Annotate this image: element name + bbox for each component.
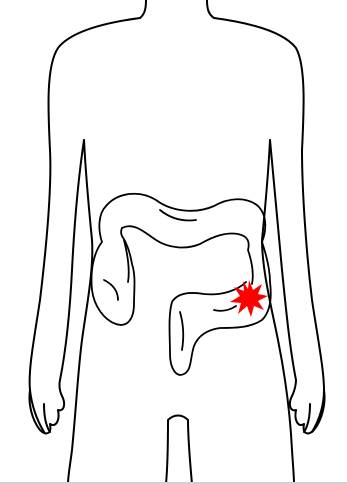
- right-arm-inner: [270, 140, 296, 380]
- left-hand-finger: [44, 404, 50, 432]
- colon-inner-transverse: [122, 226, 253, 284]
- neck-right: [207, 0, 214, 18]
- right-leg-inner: [188, 420, 192, 484]
- pain-burst-icon: [230, 280, 268, 317]
- body-outline: [29, 0, 324, 484]
- right-shoulder-arm: [214, 18, 324, 432]
- neck-left: [140, 0, 146, 18]
- pain-burst-shape: [230, 280, 268, 317]
- colon-fold-2: [104, 280, 118, 300]
- colon-fold-3: [180, 312, 183, 350]
- left-arm-inner: [60, 140, 84, 380]
- torso-left: [68, 140, 92, 484]
- left-shoulder-arm: [30, 18, 140, 432]
- right-hand-finger: [304, 404, 310, 432]
- crotch: [168, 416, 188, 421]
- colon-fold-4: [214, 306, 236, 311]
- left-leg-inner: [166, 420, 168, 484]
